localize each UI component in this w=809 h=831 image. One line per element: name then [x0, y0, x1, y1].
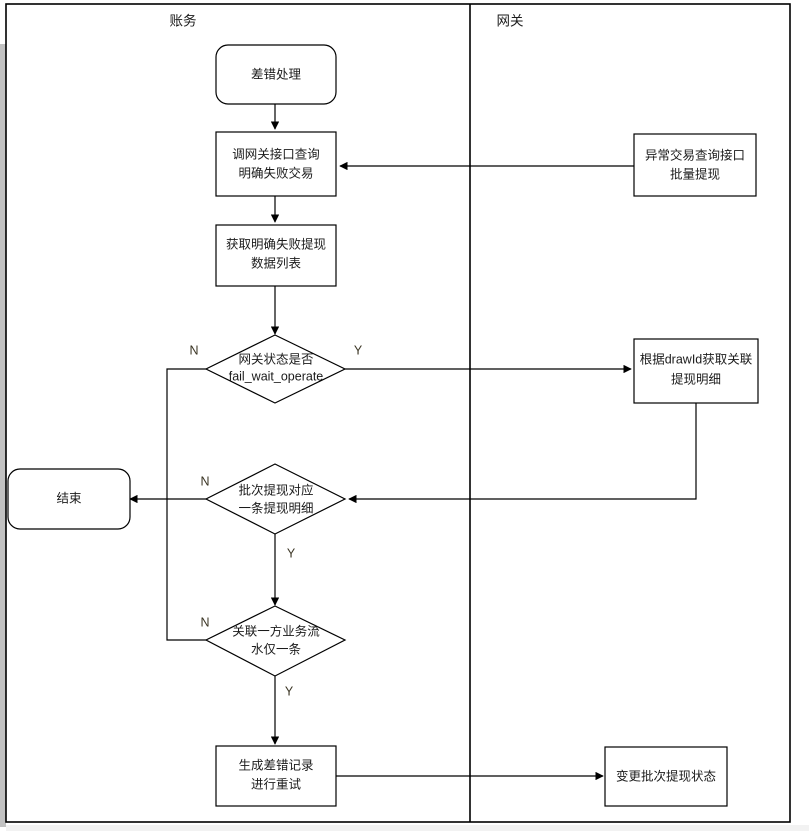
node-create-error-record-shape [215, 745, 337, 807]
node-change-batch-status-shape [604, 746, 728, 807]
node-abnormal-query-label-1: 异常交易查询接口 [645, 147, 745, 162]
node-end-label: 结束 [56, 491, 82, 505]
branch-label-flow-yes: Y [285, 684, 294, 698]
node-get-detail-by-drawid-label-2: 提现明细 [671, 371, 721, 386]
node-abnormal-query[interactable]: 异常交易查询接口 批量提现 [633, 133, 757, 197]
node-call-gateway[interactable]: 调网关接口查询 明确失败交易 [215, 131, 337, 197]
branch-label-status-no: N [189, 343, 198, 357]
node-start-label: 差错处理 [251, 67, 302, 81]
edge-decision-status-no-rail [166, 368, 206, 499]
node-create-error-record-label-1: 生成差错记录 [238, 758, 313, 772]
node-fetch-list[interactable]: 获取明确失败提现 数据列表 [215, 224, 337, 287]
node-decision-status[interactable]: 网关状态是否 fail_wait_operate [204, 334, 347, 404]
node-create-error-record-label-2: 进行重试 [251, 776, 302, 791]
node-change-batch-status[interactable]: 变更批次提现状态 [604, 746, 728, 807]
node-start[interactable]: 差错处理 [215, 44, 337, 105]
swimlane-container [5, 3, 791, 823]
node-decision-flow[interactable]: 关联一方业务流 水仅一条 [204, 605, 347, 677]
node-get-detail-by-drawid-shape [633, 338, 759, 404]
node-decision-batch-label-2: 一条提现明细 [238, 500, 313, 515]
branch-label-batch-yes: Y [287, 546, 296, 560]
node-end[interactable]: 结束 [7, 468, 131, 530]
vertical-scrollbar[interactable] [0, 44, 6, 827]
node-fetch-list-label-2: 数据列表 [251, 255, 302, 270]
lane-title-gateway: 网关 [497, 14, 524, 29]
node-decision-flow-shape [204, 605, 347, 677]
node-abnormal-query-shape [633, 133, 757, 197]
node-get-detail-by-drawid[interactable]: 根据drawId获取关联 提现明细 [633, 338, 759, 404]
node-fetch-list-label-1: 获取明确失败提现 [226, 236, 326, 251]
node-start-shape [215, 44, 337, 105]
lane-title-accounting: 账务 [170, 14, 197, 29]
node-decision-batch-label-1: 批次提现对应 [238, 482, 313, 497]
branch-label-status-yes: Y [354, 343, 363, 357]
edge-get-detail-to-decision-batch [348, 403, 697, 504]
node-create-error-record[interactable]: 生成差错记录 进行重试 [215, 745, 337, 807]
node-decision-flow-label-1: 关联一方业务流 [232, 623, 320, 638]
edge-decision-flow-no-rail [166, 499, 206, 641]
node-decision-flow-label-2: 水仅一条 [251, 642, 302, 656]
node-abnormal-query-label-2: 批量提现 [670, 166, 720, 181]
node-decision-status-shape [204, 334, 347, 404]
node-decision-batch[interactable]: 批次提现对应 一条提现明细 [204, 463, 347, 535]
node-decision-batch-shape [204, 463, 347, 535]
node-decision-status-label-1: 网关状态是否 [238, 352, 313, 366]
node-end-shape [7, 468, 131, 530]
node-decision-status-label-2: fail_wait_operate [229, 369, 324, 383]
node-call-gateway-shape [215, 131, 337, 197]
node-call-gateway-label-2: 明确失败交易 [238, 165, 313, 180]
node-change-batch-status-label: 变更批次提现状态 [616, 768, 716, 783]
branch-label-flow-no: N [200, 615, 209, 629]
node-get-detail-by-drawid-label-1: 根据drawId获取关联 [640, 352, 753, 366]
node-fetch-list-shape [215, 224, 337, 287]
horizontal-scrollbar[interactable] [6, 825, 809, 831]
node-call-gateway-label-1: 调网关接口查询 [232, 146, 320, 161]
branch-label-batch-no: N [200, 474, 209, 488]
